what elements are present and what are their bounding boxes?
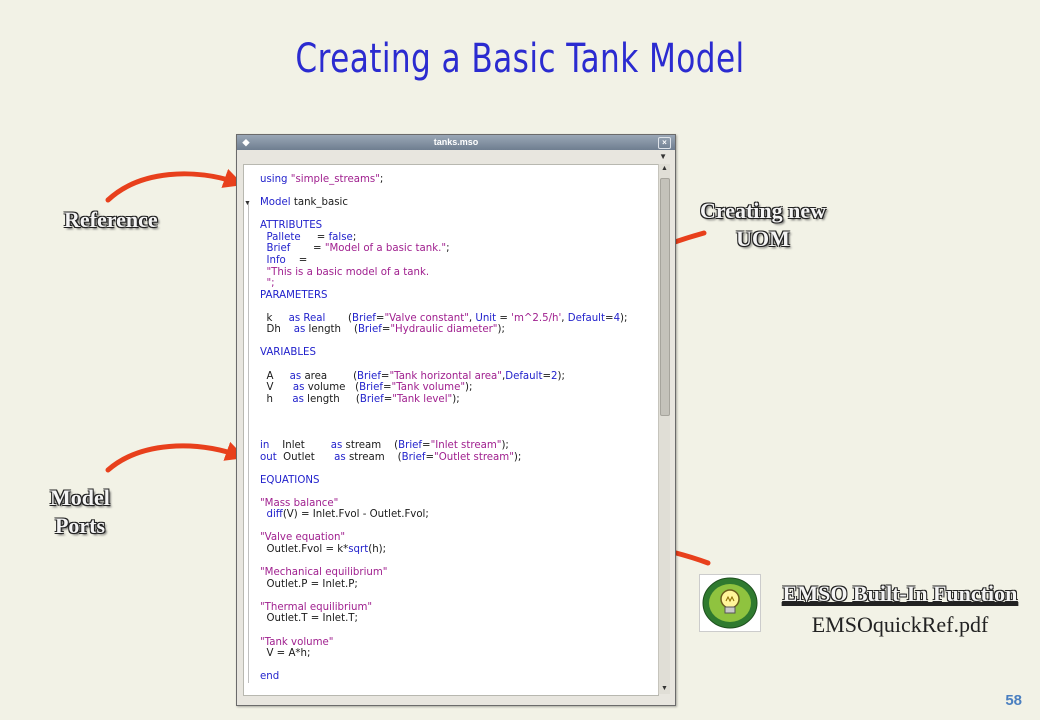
page-number: 58: [1005, 692, 1022, 709]
model-ports-line-2: Ports: [54, 513, 106, 538]
fold-toggle-icon[interactable]: ▼: [244, 200, 251, 207]
vertical-scrollbar[interactable]: ▲ ▼: [658, 164, 670, 694]
creating-uom-line-2: UOM: [736, 226, 790, 251]
reference-file: EMSOquickRef.pdf: [811, 612, 989, 637]
close-button[interactable]: ×: [658, 137, 671, 149]
model-ports-line-1: Model: [50, 485, 110, 510]
ports-arrow: [105, 441, 246, 473]
scroll-down-icon[interactable]: ▼: [661, 685, 668, 692]
reference-label: Reference: [64, 207, 158, 232]
code-editor[interactable]: ▼ using "simple_streams"; Model tank_bas…: [243, 164, 659, 696]
fold-rail: [248, 203, 249, 683]
editor-window: ◆ tanks.mso × ▼ ▼ using "simple_streams"…: [236, 134, 676, 706]
reference-arrow: [105, 168, 244, 203]
app-icon: ◆: [242, 137, 250, 147]
window-title: tanks.mso: [433, 137, 479, 147]
creating-uom-label: Creating new UOM: [688, 197, 838, 253]
creating-uom-line-1: Creating new: [699, 198, 827, 223]
chevron-down-icon[interactable]: ▼: [659, 152, 667, 161]
scroll-up-icon[interactable]: ▲: [661, 165, 668, 172]
lightbulb-icon: [699, 574, 761, 632]
builtin-function-link[interactable]: EMSO Built-In Function: [782, 581, 1018, 606]
code-text[interactable]: using "simple_streams"; Model tank_basic…: [260, 174, 628, 683]
model-ports-label: Model Ports: [34, 484, 126, 540]
window-titlebar[interactable]: ◆ tanks.mso ×: [237, 135, 675, 150]
slide-title: Creating a Basic Tank Model: [295, 36, 745, 82]
tab-strip: ▼: [237, 150, 675, 164]
scrollbar-thumb[interactable]: [660, 178, 670, 416]
